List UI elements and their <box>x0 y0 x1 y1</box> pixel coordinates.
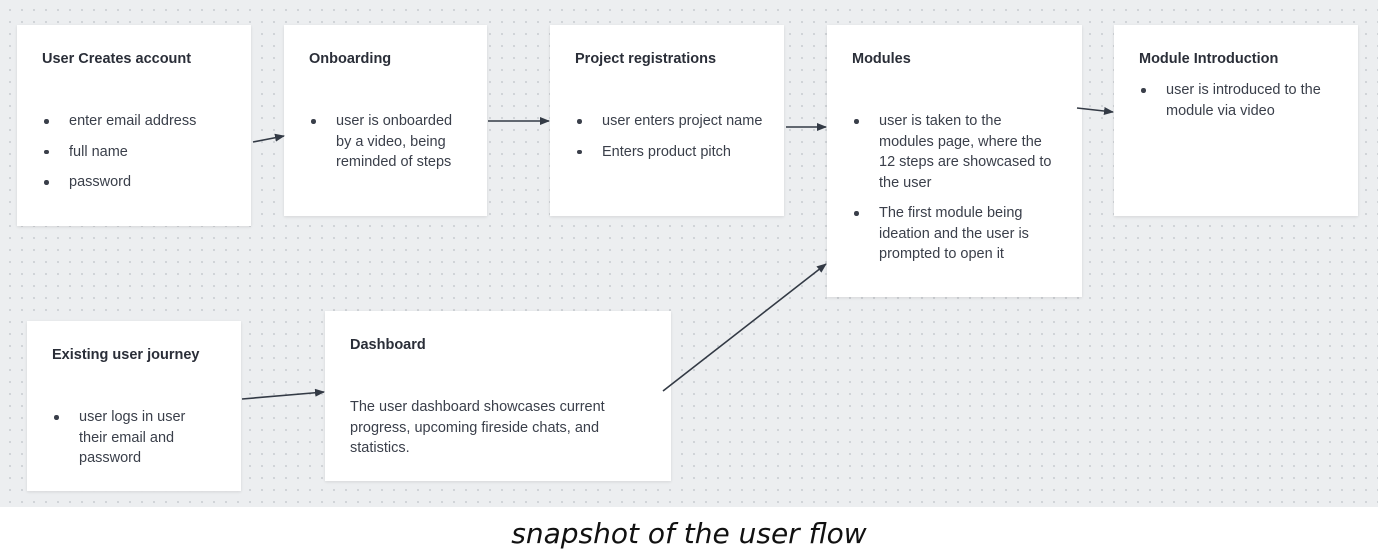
list-item: Enters product pitch <box>575 142 770 163</box>
card-bullet-list: user enters project name Enters product … <box>575 111 770 172</box>
list-item: user is onboarded by a video, being remi… <box>309 111 469 173</box>
arrow-dashboard-to-modules <box>662 263 827 392</box>
card-module-introduction[interactable]: Module Introduction user is introduced t… <box>1114 25 1358 216</box>
card-title: User Creates account <box>42 51 192 67</box>
list-item: password <box>42 172 242 193</box>
card-title: Dashboard <box>350 337 426 353</box>
card-project-registrations[interactable]: Project registrations user enters projec… <box>550 25 784 216</box>
card-existing-user-journey[interactable]: Existing user journey user logs in user … <box>27 321 241 491</box>
card-bullet-list: user is introduced to the module via vid… <box>1139 80 1349 131</box>
card-bullet-list: user logs in user their email and passwo… <box>52 407 212 479</box>
diagram-canvas: User Creates account enter email address… <box>0 0 1378 507</box>
flow-connectors <box>241 107 1114 400</box>
card-bullet-list: enter email address full name password <box>42 111 242 203</box>
arrow-existing-user-to-dashboard <box>241 388 325 400</box>
list-item: user enters project name <box>575 111 770 132</box>
card-title: Existing user journey <box>52 347 200 363</box>
card-title: Project registrations <box>575 51 717 67</box>
list-item: full name <box>42 142 242 163</box>
arrow-modules-to-module-introduction <box>1076 107 1114 115</box>
card-user-creates-account[interactable]: User Creates account enter email address… <box>17 25 251 226</box>
arrow-create-account-to-onboarding <box>252 133 285 143</box>
list-item: user logs in user their email and passwo… <box>52 407 212 469</box>
card-bullet-list: user is taken to the modules page, where… <box>852 111 1057 275</box>
card-title: Onboarding <box>309 51 392 67</box>
list-item: user is introduced to the module via vid… <box>1139 80 1349 121</box>
list-item: user is taken to the modules page, where… <box>852 111 1057 193</box>
card-dashboard[interactable]: Dashboard The user dashboard showcases c… <box>325 311 671 481</box>
card-title: Module Introduction <box>1139 51 1279 67</box>
list-item: The first module being ideation and the … <box>852 203 1057 265</box>
card-onboarding[interactable]: Onboarding user is onboarded by a video,… <box>284 25 487 216</box>
figure-caption: snapshot of the user flow <box>511 517 867 550</box>
card-description: The user dashboard showcases current pro… <box>350 399 605 456</box>
card-modules[interactable]: Modules user is taken to the modules pag… <box>827 25 1082 297</box>
card-title: Modules <box>852 51 911 67</box>
list-item: enter email address <box>42 111 242 132</box>
card-bullet-list: user is onboarded by a video, being remi… <box>309 111 469 183</box>
